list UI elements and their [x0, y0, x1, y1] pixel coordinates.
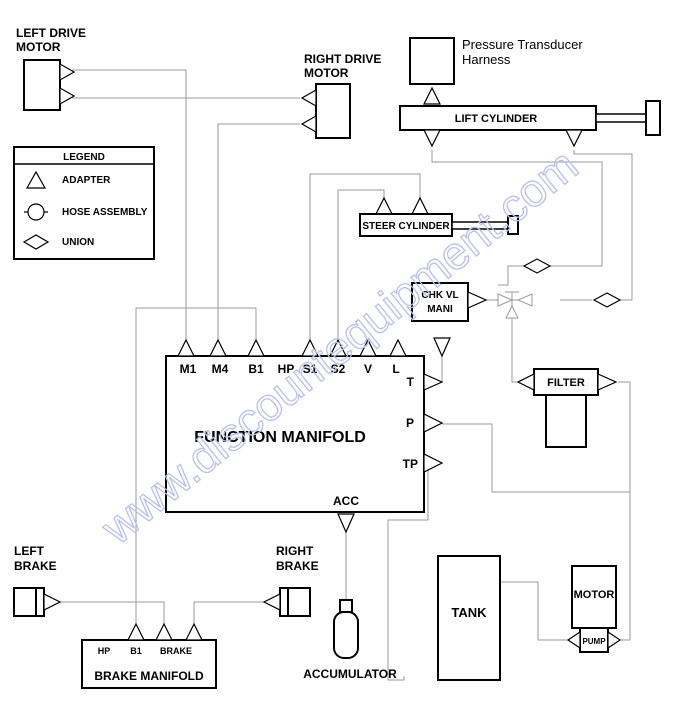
- adapter-triangle-icon: [155, 622, 173, 641]
- union-diamond-icon: [592, 292, 622, 308]
- pressure-transducer-label-1: Pressure Transducer: [462, 37, 583, 52]
- adapter-triangle-icon: [423, 129, 441, 148]
- legend-item-union: UNION: [62, 237, 94, 248]
- port-v: V: [364, 362, 372, 376]
- adapter-triangle-icon: [247, 338, 265, 357]
- union-diamond-icon: [22, 234, 50, 250]
- port-t: T: [407, 375, 415, 389]
- port-tp: TP: [403, 457, 418, 471]
- adapter-triangle-icon: [185, 622, 203, 641]
- union-diamond-icon: [522, 258, 552, 274]
- tank: TANK: [437, 555, 501, 681]
- port-acc: ACC: [333, 494, 359, 508]
- adapter-triangle-icon: [300, 88, 317, 108]
- adapter-triangle-icon: [25, 170, 47, 189]
- adapter-triangle-icon: [262, 593, 281, 611]
- port-hp: HP: [278, 362, 295, 376]
- port-m4: M4: [212, 362, 229, 376]
- adapter-triangle-icon: [389, 338, 407, 357]
- chk-vl-label-1: CHK VL: [421, 290, 458, 301]
- motor-label: MOTOR: [574, 589, 615, 601]
- brake-port-b1: B1: [130, 646, 142, 656]
- brake-port-hp: HP: [98, 646, 111, 656]
- left-brake-label-2: BRAKE: [14, 559, 57, 573]
- filter: FILTER: [516, 368, 618, 448]
- adapter-triangle-icon: [565, 129, 583, 148]
- adapter-triangle-icon: [423, 413, 444, 433]
- adapter-triangle-icon: [59, 86, 76, 106]
- right-drive-motor-label-2: MOTOR: [304, 66, 349, 80]
- left-brake-label-1: LEFT: [14, 544, 45, 558]
- adapter-triangle-icon: [177, 338, 195, 357]
- function-manifold-label: FUNCTION MANIFOLD: [194, 429, 366, 446]
- left-drive-motor-label-1: LEFT DRIVE: [16, 26, 86, 40]
- right-brake-label-1: RIGHT: [276, 544, 314, 558]
- adapter-triangle-icon: [375, 196, 393, 215]
- port-s2: S2: [331, 362, 346, 376]
- adapter-triangle-icon: [43, 593, 62, 611]
- adapter-triangle-icon: [423, 373, 444, 391]
- adapter-triangle-icon: [566, 630, 581, 650]
- steer-cylinder: STEER CYLINDER: [359, 196, 519, 237]
- pressure-transducer: Pressure Transducer Harness: [409, 37, 583, 105]
- motor-pump: MOTOR PUMP: [566, 565, 622, 653]
- lift-cylinder-label: LIFT CYLINDER: [455, 113, 538, 125]
- port-m1: M1: [180, 362, 197, 376]
- port-l: L: [392, 362, 399, 376]
- left-drive-motor-label-2: MOTOR: [16, 40, 61, 54]
- right-drive-motor-label-1: RIGHT DRIVE: [304, 52, 381, 66]
- right-brake-label-2: BRAKE: [276, 559, 319, 573]
- check-valve-manifold: CHK VL MANI: [411, 282, 533, 358]
- adapter-triangle-icon: [597, 373, 618, 391]
- legend-title: LEGEND: [63, 152, 105, 163]
- legend-item-adapter: ADAPTER: [62, 175, 111, 186]
- adapter-triangle-icon: [301, 338, 319, 357]
- adapter-triangle-icon: [411, 196, 429, 215]
- filter-label: FILTER: [547, 377, 585, 389]
- adapter-triangle-icon: [359, 338, 377, 357]
- adapter-triangle-icon: [59, 62, 76, 82]
- hose-assembly-circle-icon: [27, 203, 45, 221]
- left-drive-motor: LEFT DRIVE MOTOR: [16, 26, 86, 111]
- adapter-triangle-icon: [329, 338, 347, 357]
- pressure-transducer-label-2: Harness: [462, 52, 511, 67]
- tank-label: TANK: [451, 605, 487, 620]
- adapter-triangle-icon: [209, 338, 227, 357]
- port-p: P: [406, 416, 414, 430]
- adapter-triangle-icon: [337, 513, 355, 534]
- port-b1: B1: [248, 362, 264, 376]
- adapter-triangle-icon: [423, 86, 441, 105]
- steer-cylinder-label: STEER CYLINDER: [362, 221, 450, 232]
- adapter-triangle-icon: [423, 453, 444, 473]
- lift-cylinder: LIFT CYLINDER: [399, 100, 661, 148]
- accumulator: ACCUMULATOR: [303, 599, 397, 681]
- legend-item-hose-assembly: HOSE ASSEMBLY: [62, 207, 148, 218]
- brake-manifold: HP B1 BRAKE BRAKE MANIFOLD: [81, 622, 217, 689]
- adapter-triangle-icon: [433, 337, 451, 358]
- chk-vl-label-2: MANI: [427, 304, 453, 315]
- left-brake: LEFT BRAKE: [13, 544, 62, 617]
- brake-port-brake: BRAKE: [160, 646, 192, 656]
- right-brake: RIGHT BRAKE: [262, 544, 319, 617]
- right-drive-motor: RIGHT DRIVE MOTOR: [300, 52, 381, 139]
- function-manifold: M1 M4 B1 HP S1 S2 V L T P TP FUNCTION MA…: [165, 338, 444, 534]
- adapter-triangle-icon: [300, 114, 317, 134]
- adapter-triangle-icon: [467, 291, 488, 309]
- accumulator-label: ACCUMULATOR: [303, 667, 397, 681]
- adapter-triangle-icon: [127, 622, 145, 641]
- port-s1: S1: [303, 362, 318, 376]
- pump-label: PUMP: [582, 637, 606, 646]
- legend: LEGEND ADAPTER HOSE ASSEMBLY UNION: [13, 146, 155, 260]
- adapter-triangle-icon: [607, 630, 622, 650]
- adapter-triangle-icon: [516, 373, 535, 391]
- brake-manifold-label: BRAKE MANIFOLD: [94, 669, 204, 683]
